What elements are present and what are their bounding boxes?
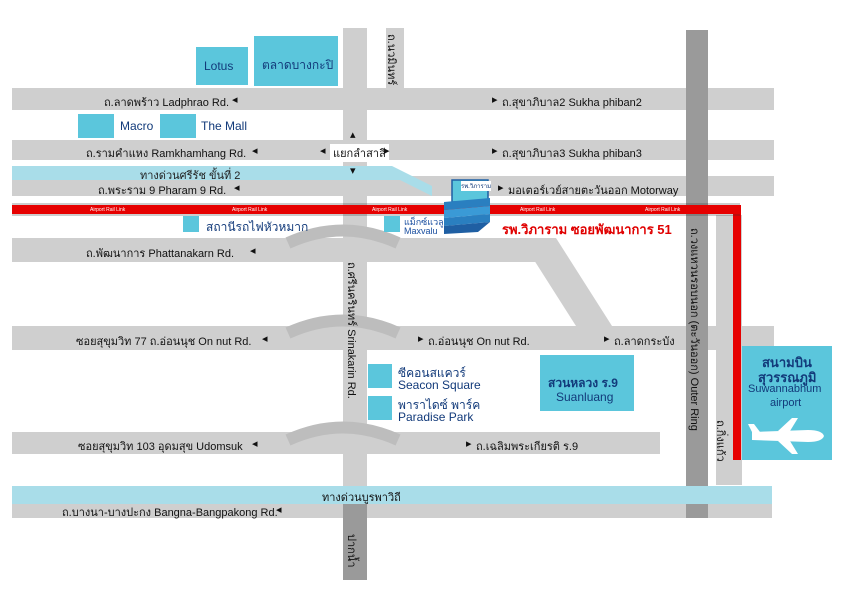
landmark-station: สถานีรถไฟหัวหมาก [206, 220, 309, 234]
arrow-srinakarin-up: ▴ [350, 129, 356, 141]
rail-link-vertical [733, 205, 741, 460]
landmark-suanluang-en: Suanluang [556, 390, 614, 404]
landmark-macro: Macro [120, 119, 154, 133]
landmark-airport-en2: airport [770, 397, 802, 409]
arrow-ladphrao: ◂ [232, 94, 238, 106]
rail-label-2: Airport Rail Link [232, 207, 268, 213]
label-chaloem: ถ.เฉลิมพระเกียรติ ร.9 [476, 441, 579, 453]
arrow-onnut-right: ▸ [418, 333, 424, 345]
landmark-macro-box [78, 114, 114, 138]
landmark-maxvalu-en: Maxvalu [404, 226, 438, 236]
road-phattanakarn [12, 238, 552, 262]
landmark-maxvalu-th: แม็กซ์แวลู [404, 217, 444, 227]
label-pharam9: ถ.พระราม 9 Pharam 9 Rd. [98, 185, 227, 197]
landmark-airport-th1: สนามบิน [762, 355, 812, 370]
landmark-station-box [183, 216, 199, 232]
landmark-seacon-box [368, 364, 392, 388]
hospital-sign: รพ.วิภาราม [461, 181, 492, 191]
landmark-seacon-en: Seacon Square [398, 378, 481, 392]
road-ramkhamhang [12, 140, 774, 160]
landmark-airport-th2: สุวรรณภูมิ [758, 370, 817, 385]
landmark-paradise-en: Paradise Park [398, 410, 474, 424]
label-ramkhamhang: ถ.รามคำแหง Ramkhamhang Rd. [86, 148, 247, 160]
arrow-motorway: ▸ [498, 182, 504, 194]
landmark-themall: The Mall [201, 119, 248, 133]
road-top-vertical [386, 28, 404, 92]
landmark-seacon-th: ซีคอนสแควร์ [398, 366, 466, 380]
landmark-bangkapi-box [254, 36, 338, 86]
label-outer-ring: ถ.วงแหวนรอบนอก (ตะวันออก) Outer Ring [688, 228, 700, 431]
arrow-latkrabang: ▸ [604, 333, 610, 345]
airplane-icon [748, 418, 824, 454]
label-sukhaphiban3: ถ.สุขาภิบาล3 Sukha phiban3 [502, 148, 642, 160]
arrow-chaloem: ▸ [466, 438, 472, 450]
arrow-phattanakarn: ◂ [250, 245, 256, 257]
arrow-bangna: ◂ [276, 504, 282, 516]
label-srirat: ทางด่วนศรีรัช ขั้นที่ 2 [140, 170, 241, 182]
rail-label-3: Airport Rail Link [372, 207, 408, 213]
label-junction: แยกลำสาลี [330, 144, 389, 162]
landmark-maxvalu-box [384, 216, 400, 232]
road-udomsuk [12, 432, 660, 454]
label-phattanakarn: ถ.พัฒนาการ Phattanakarn Rd. [86, 248, 235, 260]
label-top-road: ถ.นวมินทร์ [385, 34, 397, 86]
road-pakn [343, 502, 367, 580]
rail-link-horizontal [12, 205, 740, 214]
landmark-suanluang-th: สวนหลวง ร.9 [548, 376, 618, 390]
arrow-sukhaphiban3: ▸ [492, 145, 498, 157]
label-onnut-right: ถ.อ่อนนุช On nut Rd. [428, 336, 530, 348]
label-kingkaew: ถ.กิ่งแก้ว [714, 420, 726, 462]
landmark-paradise-box [368, 396, 392, 420]
label-srinakarin: ถ.ศรีนครินทร์ Srinakarin Rd. [345, 262, 357, 399]
landmark-paradise-th: พาราไดซ์ พาร์ค [398, 398, 481, 412]
expressway-burapha [12, 486, 772, 504]
landmark-lotus-box [196, 47, 248, 85]
landmark-airport-en1: Suwannabhum [748, 383, 822, 395]
label-sukhaphiban2: ถ.สุขาภิบาล2 Sukha phiban2 [502, 97, 642, 109]
road-outer-ring [686, 30, 708, 518]
arrow-ramkhamhang: ◂ [252, 145, 258, 157]
landmark-hospital: รพ.วิภาราม ซอยพัฒนาการ 51 [502, 222, 672, 237]
landmark-bangkapi: ตลาดบางกะปิ [262, 58, 334, 72]
landmark-themall-box [160, 114, 196, 138]
arrow-pharam9: ◂ [234, 182, 240, 194]
label-burapha: ทางด่วนบูรพาวิถี [322, 492, 401, 504]
arrow-srinakarin-down: ▾ [350, 165, 356, 177]
label-ladphrao: ถ.ลาดพร้าว Ladphrao Rd. [104, 97, 230, 109]
road-pharam9 [12, 176, 774, 196]
arrow-sukhaphiban2: ▸ [492, 94, 498, 106]
arrow-onnut-left: ◂ [262, 333, 268, 345]
label-onnut-left: ซอยสุขุมวิท 77 ถ.อ่อนนุช On nut Rd. [76, 336, 252, 348]
arrow-junction-left: ◂ [320, 145, 326, 157]
label-udomsuk: ซอยสุขุมวิท 103 อุดมสุข Udomsuk [78, 441, 243, 453]
arrow-udomsuk: ◂ [252, 438, 258, 450]
label-latkrabang: ถ.ลาดกระบัง [614, 336, 675, 348]
label-motorway: มอเตอร์เวย์สายตะวันออก Motorway [508, 185, 679, 197]
label-pakn: ปากน้ำ [345, 534, 357, 568]
rail-label-1: Airport Rail Link [90, 207, 126, 213]
road-bangna [12, 500, 772, 518]
landmark-suanluang-box [540, 355, 634, 411]
arrow-junction-right: ▸ [384, 145, 390, 157]
landmark-lotus: Lotus [204, 59, 234, 73]
rail-label-4: Airport Rail Link [520, 207, 556, 213]
rail-label-5: Airport Rail Link [645, 207, 681, 213]
label-bangna: ถ.บางนา-บางปะกง Bangna-Bangpakong Rd. [62, 507, 278, 519]
road-ladphrao [12, 88, 774, 110]
